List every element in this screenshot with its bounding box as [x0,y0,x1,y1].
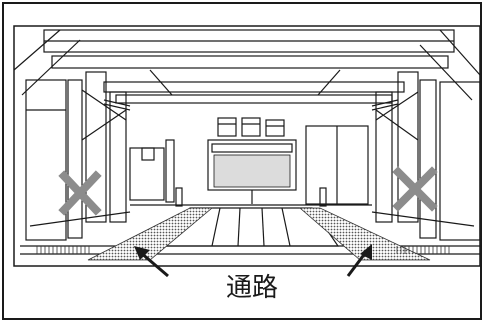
walkway-left-hatch [87,207,214,261]
arrow-right [346,244,372,277]
arrow-left [134,246,169,278]
walkway-caption: 通路 [226,273,278,303]
no-entry-cross-left [58,170,102,216]
left-grating [34,246,90,254]
no-entry-cross-right [392,166,438,212]
drawing-panel [13,25,481,267]
right-grating [396,246,452,254]
console-window [213,154,291,188]
building-structure [13,29,481,241]
